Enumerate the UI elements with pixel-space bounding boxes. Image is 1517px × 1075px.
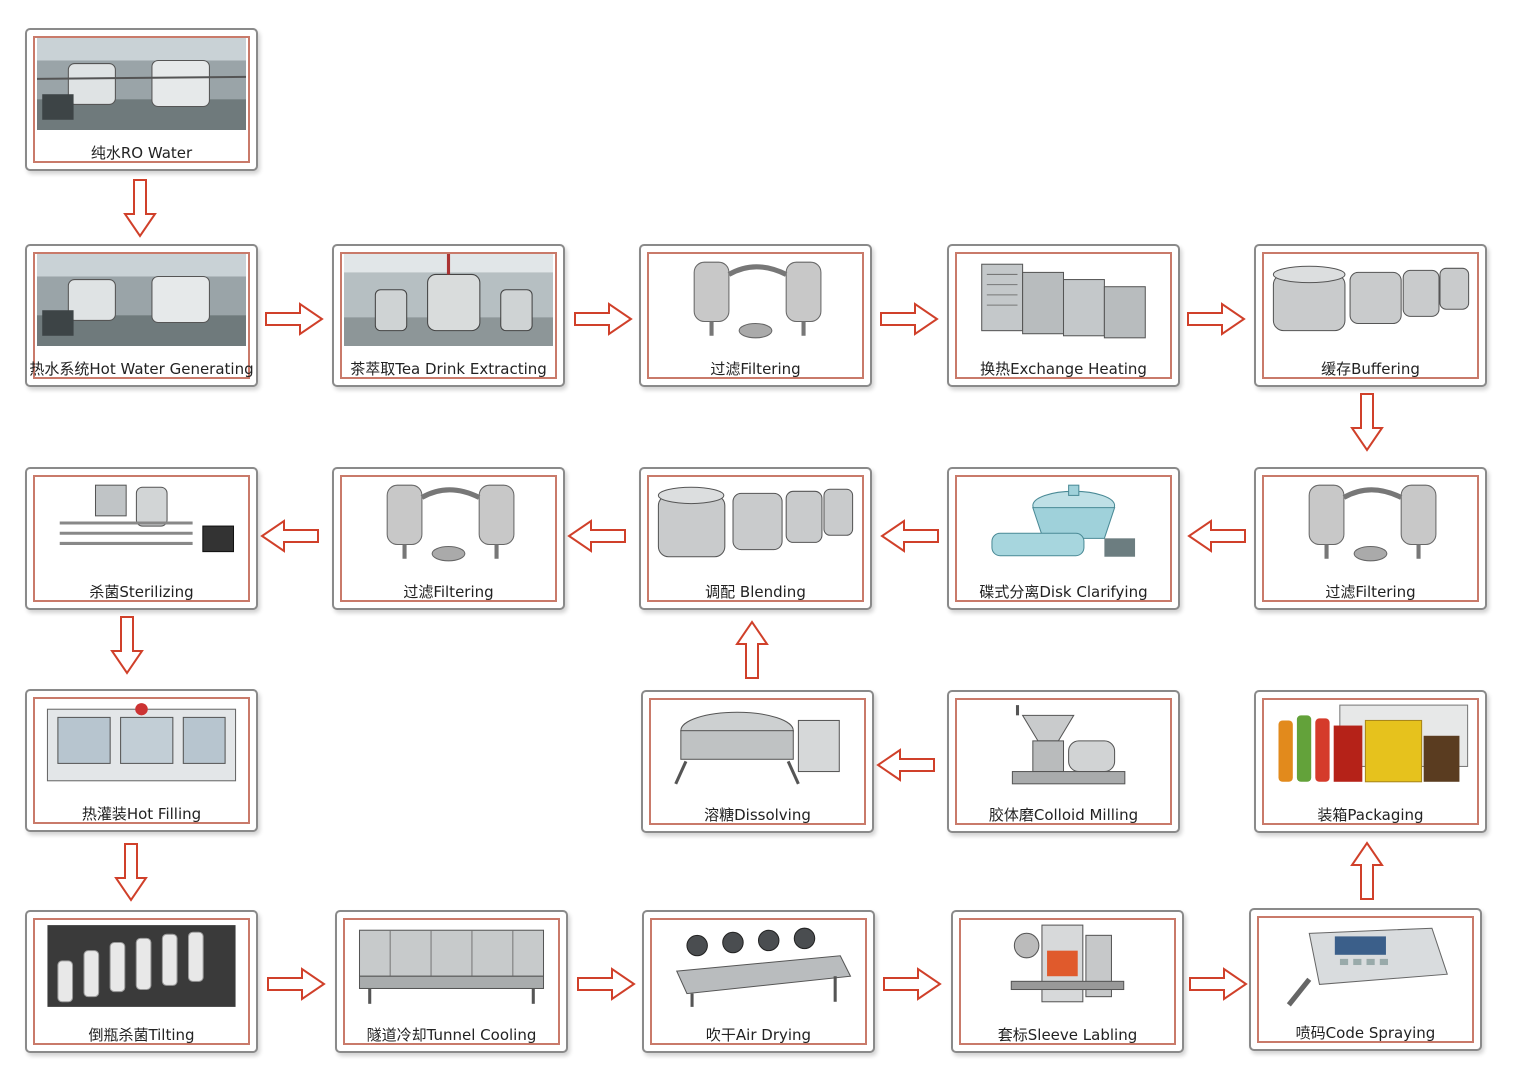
arrow-right-icon xyxy=(882,967,942,1001)
step-air-drying: 吹干Air Drying xyxy=(642,910,875,1053)
step-dissolving: 溶糖Dissolving xyxy=(641,690,874,833)
step-label: 过滤Filtering xyxy=(710,360,801,378)
buffer-tanks-icon xyxy=(1266,254,1475,346)
step-label: 缓存Buffering xyxy=(1321,360,1420,378)
step-label: 换热Exchange Heating xyxy=(980,360,1147,378)
arrow-right-icon xyxy=(264,302,324,336)
inkjet-coder-icon xyxy=(1261,918,1470,1010)
arrow-right-icon xyxy=(266,967,326,1001)
step-label: 套标Sleeve Labling xyxy=(997,1026,1138,1044)
arrow-down-icon xyxy=(110,615,144,675)
step-hot-water: 热水系统Hot Water Generating xyxy=(25,244,258,387)
arrow-right-icon xyxy=(1186,302,1246,336)
arrow-left-icon xyxy=(1187,519,1247,553)
packaged-products-photo xyxy=(1266,700,1475,792)
sterilizer-unit-icon xyxy=(37,477,246,569)
step-colloid-milling: 胶体磨Colloid Milling xyxy=(947,690,1180,833)
step-tilting: 倒瓶杀菌Tilting xyxy=(25,910,258,1053)
step-code-spraying: 喷码Code Spraying xyxy=(1249,908,1482,1051)
step-label: 胶体磨Colloid Milling xyxy=(988,806,1139,824)
extraction-tank-photo xyxy=(344,254,553,346)
step-label: 茶萃取Tea Drink Extracting xyxy=(350,360,547,378)
arrow-up-icon xyxy=(735,620,769,680)
step-tunnel-cooling: 隧道冷却Tunnel Cooling xyxy=(335,910,568,1053)
step-tea-extracting: 茶萃取Tea Drink Extracting xyxy=(332,244,565,387)
arrow-left-icon xyxy=(876,748,936,782)
step-label: 喷码Code Spraying xyxy=(1295,1024,1436,1042)
step-label: 热灌装Hot Filling xyxy=(81,805,202,823)
step-filtering-1: 过滤Filtering xyxy=(639,244,872,387)
arrow-right-icon xyxy=(573,302,633,336)
step-filtering-2: 过滤Filtering xyxy=(332,467,565,610)
step-label: 隧道冷却Tunnel Cooling xyxy=(366,1026,537,1044)
disk-separator-icon xyxy=(959,477,1168,569)
step-label: 热水系统Hot Water Generating xyxy=(29,360,254,378)
step-label: 杀菌Sterilizing xyxy=(89,583,194,601)
arrow-right-icon xyxy=(1188,967,1248,1001)
step-label: 调配 Blending xyxy=(705,583,806,601)
hot-water-plant-photo xyxy=(37,254,246,346)
twin-filter-icon xyxy=(1266,477,1475,569)
plate-heat-exchanger-icon xyxy=(959,254,1168,346)
sugar-dissolver-icon xyxy=(653,700,862,792)
step-buffering: 缓存Buffering xyxy=(1254,244,1487,387)
step-blending: 调配 Blending xyxy=(639,467,872,610)
arrow-right-icon xyxy=(576,967,636,1001)
step-label: 过滤Filtering xyxy=(1325,583,1416,601)
step-label: 装箱Packaging xyxy=(1317,806,1424,824)
arrow-down-icon xyxy=(114,842,148,902)
tunnel-cooler-icon xyxy=(347,920,556,1012)
step-label: 倒瓶杀菌Tilting xyxy=(88,1026,195,1044)
step-disk-clarifying: 碟式分离Disk Clarifying xyxy=(947,467,1180,610)
twin-filter-icon xyxy=(651,254,860,346)
step-sleeve-labling: 套标Sleeve Labling xyxy=(951,910,1184,1053)
arrow-left-icon xyxy=(880,519,940,553)
arrow-left-icon xyxy=(260,519,320,553)
step-hot-filling: 热灌装Hot Filling xyxy=(25,689,258,832)
step-label: 吹干Air Drying xyxy=(705,1026,812,1044)
step-exchange-heating: 换热Exchange Heating xyxy=(947,244,1180,387)
step-packaging: 装箱Packaging xyxy=(1254,690,1487,833)
step-filtering-3: 过滤Filtering xyxy=(1254,467,1487,610)
blending-tanks-icon xyxy=(651,477,860,569)
arrow-down-icon xyxy=(1350,392,1384,452)
air-dryer-icon xyxy=(654,920,863,1012)
arrow-left-icon xyxy=(567,519,627,553)
step-label: 过滤Filtering xyxy=(403,583,494,601)
step-label: 碟式分离Disk Clarifying xyxy=(979,583,1148,601)
arrow-right-icon xyxy=(879,302,939,336)
step-label: 溶糖Dissolving xyxy=(704,806,811,824)
step-label: 纯水RO Water xyxy=(90,144,193,162)
colloid-mill-icon xyxy=(959,700,1168,792)
sleeve-labeler-icon xyxy=(963,920,1172,1012)
twin-filter-icon xyxy=(344,477,553,569)
ro-water-plant-photo xyxy=(37,38,246,130)
arrow-up-icon xyxy=(1350,841,1384,901)
arrow-down-icon xyxy=(123,178,157,238)
filling-machine-photo xyxy=(37,699,246,791)
step-ro-water: 纯水RO Water xyxy=(25,28,258,171)
bottle-tilting-photo xyxy=(37,920,246,1012)
step-sterilizing: 杀菌Sterilizing xyxy=(25,467,258,610)
